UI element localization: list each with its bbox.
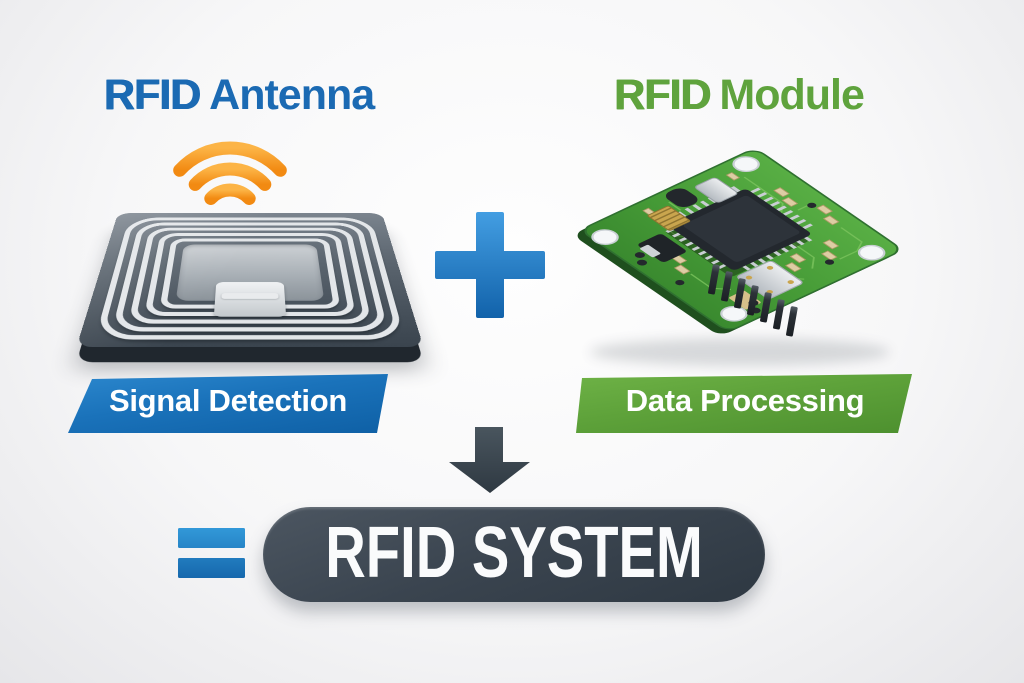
pcb-silver-component [695,177,738,203]
pcb-gold-component [647,205,691,231]
pcb-main-chip [665,186,813,277]
antenna-coil-ring [94,217,406,340]
pcb-connector-component [638,234,686,262]
pcb-black-component [665,188,698,208]
data-processing-label: Data Processing [625,383,865,418]
antenna-pad-top [76,213,424,348]
pcb-board [577,150,899,334]
pcb-pin-header [708,264,798,337]
data-processing-banner: Data Processing [576,374,912,433]
antenna-coil-ring [111,222,389,332]
equals-icon [178,528,245,578]
pcb-mounting-holes [591,156,886,322]
antenna-coil-ring [159,238,341,309]
rfid-system-label: RFID SYSTEM [325,512,703,593]
antenna-title-rest: Antenna [209,71,375,119]
antenna-title-brand: RFID [103,71,201,119]
module-title-rest: Module [719,71,864,119]
signal-detection-banner: Signal Detection [68,374,388,433]
rfid-system-pill: RFID SYSTEM [263,507,765,602]
antenna-coil-ring [143,233,357,317]
plus-icon [435,212,545,318]
pcb-shadow [590,338,890,366]
wifi-signal-icon [173,141,287,205]
arrow-down-icon [449,427,530,493]
antenna-center-panel [175,244,325,301]
antenna-coil-ring [128,227,372,324]
module-title-brand: RFID [614,71,711,119]
signal-detection-label: Signal Detection [108,383,348,418]
antenna-feed-connector [213,282,287,317]
rfid-antenna-illustration [76,130,424,363]
rfid-module-pcb-illustration [577,150,899,366]
